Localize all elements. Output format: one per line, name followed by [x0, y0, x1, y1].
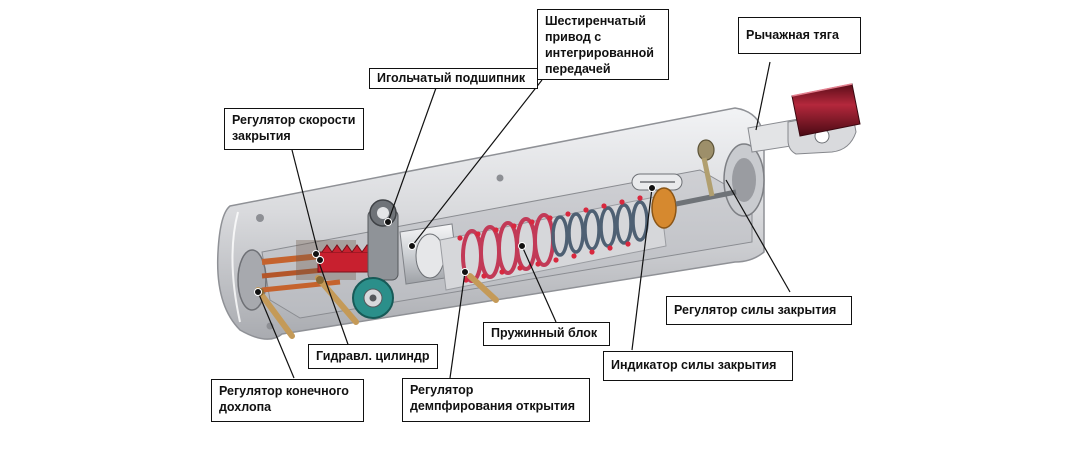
label-closing-speed-line-2: закрытия	[232, 129, 291, 143]
label-pinion-drive: Шестиренчатый привод с интегрированной п…	[537, 9, 669, 80]
label-spring-pack: Пружинный блок	[483, 322, 610, 346]
leader-lines	[257, 61, 791, 379]
label-pinion-drive-line-3: интегрированной	[545, 46, 654, 60]
label-closing-force-regulator: Регулятор силы закрытия	[666, 296, 852, 325]
label-spring-pack-text: Пружинный блок	[491, 326, 598, 340]
label-pinion-drive-line-2: привод с	[545, 30, 602, 44]
closing-force-assembly	[631, 139, 737, 229]
spring-pack	[439, 195, 667, 291]
label-needle-bearing: Игольчатый подшипник	[369, 68, 538, 89]
label-backcheck-regulator: Регулятор демпфирования открытия	[402, 378, 590, 422]
label-needle-bearing-text: Игольчатый подшипник	[377, 71, 526, 85]
label-hydraulic-cylinder-text: Гидравл. цилиндр	[316, 349, 430, 363]
label-hydraulic-cylinder: Гидравл. цилиндр	[308, 344, 438, 369]
label-latch-regulator-line-1: Регулятор конечного	[219, 384, 349, 398]
label-backcheck-regulator-line-1: Регулятор	[410, 383, 474, 397]
label-latch-regulator-line-2: дохлопа	[219, 400, 272, 414]
label-lever-arm-text: Рычажная тяга	[746, 28, 839, 42]
label-closing-force-regulator-text: Регулятор силы закрытия	[674, 303, 837, 317]
lever-arm	[747, 83, 861, 155]
label-lever-arm: Рычажная тяга	[738, 17, 861, 54]
pinion-shaft	[352, 199, 399, 319]
leader-dots	[254, 184, 656, 296]
label-pinion-drive-line-1: Шестиренчатый	[545, 14, 646, 28]
label-backcheck-regulator-line-2: демпфирования открытия	[410, 399, 575, 413]
label-closing-force-indicator: Индикатор силы закрытия	[603, 351, 793, 381]
label-closing-speed-line-1: Регулятор скорости	[232, 113, 356, 127]
label-pinion-drive-line-4: передачей	[545, 62, 611, 76]
label-closing-force-indicator-text: Индикатор силы закрытия	[611, 358, 777, 372]
regulator-pins	[255, 273, 499, 339]
label-latch-regulator: Регулятор конечного дохлопа	[211, 379, 364, 422]
label-closing-speed: Регулятор скорости закрытия	[224, 108, 364, 150]
